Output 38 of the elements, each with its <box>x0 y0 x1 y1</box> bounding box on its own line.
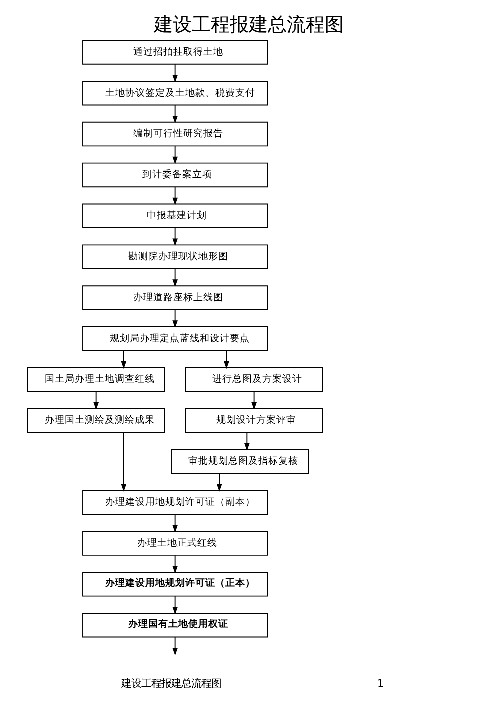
node-box: 办理土地正式红线 <box>82 531 268 556</box>
arrow <box>172 555 178 574</box>
arrow <box>172 268 178 288</box>
node-box: 规划局办理定点蓝线和设计要点 <box>82 326 268 352</box>
node-box: 办理国有土地使用权证 <box>82 613 268 638</box>
arrow <box>216 473 222 492</box>
arrow <box>172 596 178 615</box>
arrow <box>120 350 126 370</box>
arrow <box>172 186 178 206</box>
node-box: 进行总图及方案设计 <box>184 367 323 392</box>
node-box: 编制可行性研究报告 <box>82 122 268 147</box>
node-box: 勘测院办理现状地形图 <box>82 244 268 270</box>
node-box: 审批规划总图及指标复核 <box>170 449 309 474</box>
arrow <box>172 104 178 124</box>
node-box: 申报基建计划 <box>82 204 268 228</box>
arrow <box>172 514 178 533</box>
arrow <box>120 432 126 492</box>
node-box: 办理建设用地规划许可证（正本） <box>82 572 268 597</box>
node-box: 到计委备案立项 <box>82 162 268 188</box>
node-box: 办理国土测绘及测绘成果 <box>26 408 165 434</box>
arrow <box>244 432 250 451</box>
arrow <box>172 636 178 656</box>
node-box: 土地协议签定及土地款、税费支付 <box>82 81 268 106</box>
node-box: 办理建设用地规划许可证（副本） <box>82 490 268 515</box>
arrow <box>172 146 178 165</box>
arrow <box>172 228 178 246</box>
diagram-title: 建设工程报建总流程图 <box>153 14 344 36</box>
arrow <box>172 310 178 328</box>
arrow <box>224 350 229 370</box>
arrow <box>172 64 178 83</box>
node-box: 规划设计方案评审 <box>184 408 323 434</box>
node-box: 办理道路座标上线图 <box>82 286 268 310</box>
arrow <box>93 391 98 410</box>
node-box: 通过招拍挂取得土地 <box>82 40 268 65</box>
label: 建设工程报建总流程图 <box>121 678 222 690</box>
label: 1 <box>377 678 384 690</box>
node-box: 国土局办理土地调查红线 <box>26 367 165 392</box>
arrow <box>251 391 256 410</box>
